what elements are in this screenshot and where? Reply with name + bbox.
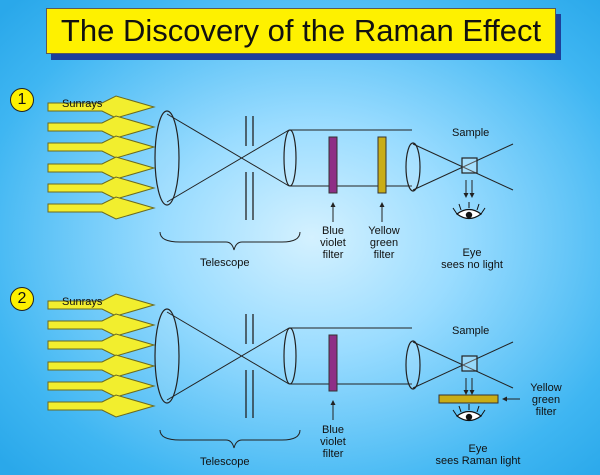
eye-icon (452, 404, 486, 422)
telescope-label-1: Telescope (200, 257, 250, 269)
blue-violet-filter-label-2: Blue violet filter (320, 424, 346, 460)
yellow-green-filter-label-2: Yellow green filter (530, 382, 562, 418)
sunray-arrow (47, 115, 156, 139)
focusing-lens (405, 340, 421, 390)
light-ray (166, 113, 290, 187)
telescope-brace (159, 231, 301, 251)
sample-label-2: Sample (452, 325, 490, 337)
title-banner: The Discovery of the Raman Effect (46, 8, 556, 54)
sample-cell (461, 355, 478, 372)
telescope-label-2: Telescope (200, 456, 250, 468)
blue-violet-filter-label-1: Blue violet filter (320, 225, 346, 261)
sunray-arrow (47, 95, 156, 119)
sunray-arrow (47, 196, 156, 220)
sunray-arrow (47, 354, 156, 378)
sunray-arrow (47, 313, 156, 337)
sunray-arrow (47, 333, 156, 357)
sunray-arrow (47, 156, 156, 180)
focusing-lens (405, 142, 421, 192)
sunray-arrow (47, 135, 156, 159)
sunrays-label-2: Sunrays (62, 296, 103, 308)
eye-pupil (465, 413, 473, 421)
sunray-arrow (47, 293, 156, 317)
experiment-2-optics (47, 293, 520, 449)
diagram-title: The Discovery of the Raman Effect (60, 13, 542, 48)
telescope-brace (159, 429, 301, 449)
sunray-arrow (47, 374, 156, 398)
sunray-arrow (47, 176, 156, 200)
yellow-green-filter (438, 394, 499, 404)
light-ray (412, 143, 514, 191)
light-ray (166, 327, 290, 401)
sample-cell (461, 157, 478, 174)
objective-lens (154, 110, 180, 206)
light-ray (166, 129, 290, 203)
objective-lens (154, 308, 180, 404)
eyepiece-lens (283, 129, 297, 187)
eye-label-1: Eye sees no light (441, 247, 503, 271)
yellow-green-filter (377, 136, 387, 194)
blue-violet-filter (328, 136, 338, 194)
step-number-2: 2 (10, 287, 34, 311)
eye-icon (452, 202, 486, 220)
experiment-1-optics (47, 95, 514, 251)
sunray-arrow (47, 394, 156, 418)
sunrays-label-1: Sunrays (62, 98, 103, 110)
step-number-1: 1 (10, 88, 34, 112)
eye-label-2: Eye sees Raman light (435, 443, 521, 467)
eye-lashes (452, 202, 486, 215)
light-ray (166, 311, 290, 385)
light-ray (412, 341, 514, 389)
yellow-green-filter-label-1: Yellow green filter (368, 225, 400, 261)
sample-label-1: Sample (452, 127, 490, 139)
eye-lashes (452, 404, 486, 417)
blue-violet-filter (328, 334, 338, 392)
eye-pupil (465, 211, 473, 219)
eyepiece-lens (283, 327, 297, 385)
